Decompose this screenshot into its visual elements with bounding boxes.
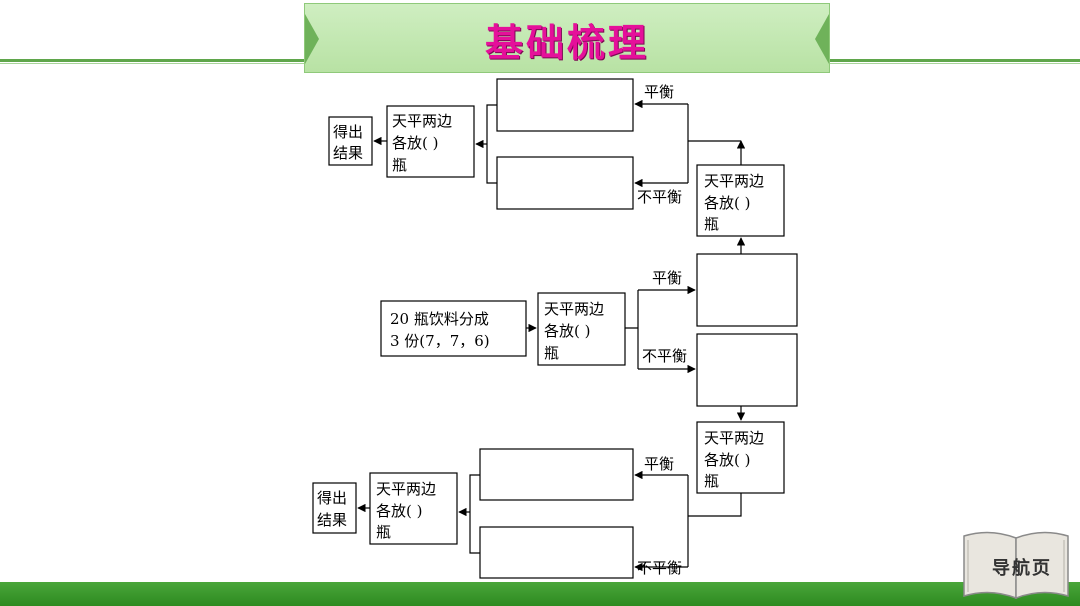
footer-bar — [0, 582, 1080, 606]
weigh-bottom-left-line1: 天平两边 — [376, 480, 436, 498]
navigation-button[interactable]: 导航页 — [960, 526, 1072, 602]
answer-box-mid-unbalanced — [696, 333, 798, 407]
start-line1: 20 瓶饮料分成 — [390, 310, 489, 328]
weigh-bottom-right-line2: 各放( ) — [704, 451, 750, 469]
weigh-top-right-line2: 各放( ) — [704, 194, 750, 212]
label-top-balanced: 平衡 — [644, 83, 674, 101]
connector-mid-split — [625, 290, 639, 369]
result-top-line2: 结果 — [333, 144, 363, 162]
result-top-line1: 得出 — [333, 123, 363, 141]
banner-right-notch — [815, 14, 829, 64]
label-bottom-balanced: 平衡 — [644, 455, 674, 473]
connector-bottom-bracket — [469, 474, 480, 554]
connector-top-right-vertical — [687, 104, 741, 183]
weigh-top-left-line3: 瓶 — [392, 156, 407, 174]
answer-box-bottom-unbalanced — [479, 526, 634, 579]
weigh-mid-line2: 各放( ) — [544, 322, 590, 340]
answer-box-top-balanced — [496, 78, 634, 132]
weigh-bottom-right-line1: 天平两边 — [704, 429, 764, 447]
label-top-unbalanced: 不平衡 — [637, 188, 682, 206]
weigh-mid-line1: 天平两边 — [544, 300, 604, 318]
answer-box-top-unbalanced — [496, 156, 634, 210]
result-box-bottom — [312, 482, 357, 534]
label-mid-balanced: 平衡 — [652, 269, 682, 287]
weigh-bottom-right-line3: 瓶 — [704, 472, 719, 490]
weigh-box-middle — [537, 292, 626, 366]
answer-box-bottom-balanced — [479, 448, 634, 501]
weigh-mid-line3: 瓶 — [544, 344, 559, 362]
connector-bottom-right — [687, 475, 742, 567]
navigation-label: 导航页 — [992, 558, 1052, 579]
result-bottom-line1: 得出 — [317, 489, 347, 507]
answer-box-mid-balanced — [696, 253, 798, 327]
label-mid-unbalanced: 不平衡 — [642, 347, 687, 365]
weigh-top-right-line1: 天平两边 — [704, 172, 764, 190]
connector-top-bracket — [486, 104, 497, 184]
banner-left-notch — [305, 14, 319, 64]
open-book-icon — [963, 531, 1069, 600]
weigh-top-right-line3: 瓶 — [704, 215, 719, 233]
result-bottom-line2: 结果 — [317, 511, 347, 529]
page-title: 基础梳理 — [484, 21, 649, 65]
label-bottom-unbalanced: 不平衡 — [637, 559, 682, 577]
weigh-bottom-left-line2: 各放( ) — [376, 502, 422, 520]
start-line2: 3 份(7，7，6) — [390, 332, 490, 350]
weigh-bottom-left-line3: 瓶 — [376, 523, 391, 541]
result-box-top — [328, 116, 373, 166]
title-banner: 基础梳理 — [304, 3, 830, 73]
weigh-top-left-line2: 各放( ) — [392, 134, 438, 152]
weigh-top-left-line1: 天平两边 — [392, 112, 452, 130]
